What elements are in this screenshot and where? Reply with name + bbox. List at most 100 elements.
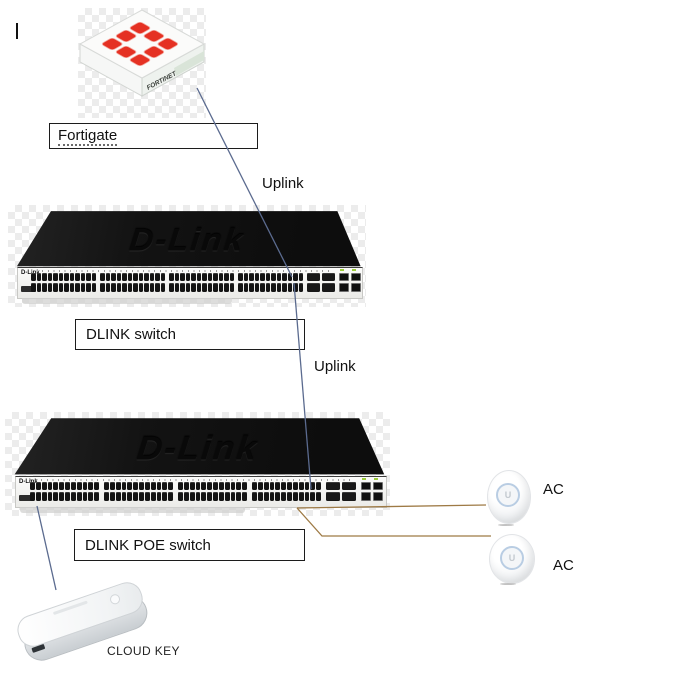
- poe-switch-model-sticker: [19, 495, 34, 501]
- rj45-port: [287, 273, 292, 281]
- dlink-poe-switch-label-box[interactable]: DLINK POE switch: [74, 529, 305, 561]
- rj45-port: [105, 283, 110, 292]
- rj45-port: [224, 492, 230, 501]
- rj45-port: [191, 283, 196, 292]
- rj45-port: [218, 273, 223, 281]
- rj45-port: [82, 482, 88, 490]
- uplink-label-top: Uplink: [262, 175, 304, 192]
- rj45-port: [156, 492, 162, 501]
- rj45-port: [94, 492, 99, 501]
- rj45-port: [224, 283, 229, 292]
- rj45-port: [189, 482, 195, 490]
- rj45-port: [310, 492, 316, 501]
- rj45-port: [122, 273, 127, 281]
- line-poe-switch-to-cloud-key[interactable]: [36, 505, 57, 591]
- rj45-port: [229, 273, 234, 281]
- rj45-port: [230, 492, 236, 501]
- text-cursor[interactable]: [16, 23, 18, 39]
- rj45-port: [189, 492, 195, 501]
- rj45-port: [257, 492, 263, 501]
- rj45-port: [31, 273, 36, 281]
- rj45-port: [94, 482, 99, 490]
- rj45-port: [35, 492, 41, 501]
- rj45-port: [351, 283, 361, 292]
- rj45-port: [275, 492, 281, 501]
- dlink-panel-logo-poe: D-Link: [19, 479, 38, 485]
- rj45-port: [307, 283, 320, 292]
- rj45-port: [260, 283, 265, 292]
- rj45-port: [195, 482, 201, 490]
- rj45-port: [133, 273, 138, 281]
- fortigate-device-image[interactable]: FORTINET: [78, 8, 206, 118]
- rj45-port: [121, 482, 127, 490]
- port-group-2: [100, 273, 165, 292]
- dlink-poe-switch-image[interactable]: D-Link D-Link: [5, 412, 390, 516]
- rj45-port: [183, 482, 189, 490]
- rj45-port: [59, 492, 64, 501]
- switch-port-rows: [31, 273, 361, 292]
- access-point-top[interactable]: U: [487, 470, 531, 524]
- poe-port-number-strip: [30, 479, 352, 481]
- rj45-port: [65, 482, 70, 490]
- port-number-strip: [31, 270, 331, 272]
- rj45-port: [238, 283, 243, 292]
- rj45-port: [243, 273, 248, 281]
- rj45-port: [361, 482, 371, 490]
- poe-port-group-4: [252, 482, 321, 501]
- rj45-port: [168, 492, 173, 501]
- ac-label-top: AC: [543, 481, 564, 498]
- dlink-poe-switch-label: DLINK POE switch: [85, 536, 211, 554]
- rj45-port: [80, 283, 85, 292]
- rj45-port: [271, 283, 276, 292]
- fortigate-label-box[interactable]: Fortigate: [49, 123, 258, 149]
- rj45-port: [155, 283, 160, 292]
- poe-sfp-port-group: [361, 482, 383, 501]
- switch-front-panel: D-Link: [17, 267, 363, 299]
- rj45-port: [150, 492, 156, 501]
- rj45-port: [281, 482, 286, 490]
- rj45-port: [150, 482, 156, 490]
- dlink-embossed-logo-poe: D-Link: [135, 430, 260, 468]
- rj45-port: [326, 492, 340, 501]
- dlink-switch-image[interactable]: D-Link D-Link: [8, 205, 366, 307]
- rj45-port: [104, 482, 109, 490]
- cloud-key-label: CLOUD KEY: [107, 644, 180, 658]
- rj45-port: [47, 492, 53, 501]
- rj45-port: [139, 482, 144, 490]
- rj45-port: [236, 482, 242, 490]
- rj45-port: [31, 283, 36, 292]
- rj45-port: [69, 283, 74, 292]
- rj45-port: [180, 273, 185, 281]
- rj45-port: [76, 482, 82, 490]
- poe-port-group-2: [104, 482, 173, 501]
- access-point-bottom[interactable]: U: [489, 534, 535, 584]
- dlink-switch-label-box[interactable]: DLINK switch: [75, 319, 305, 350]
- fortigate-label: Fortigate: [58, 126, 118, 146]
- rj45-port: [138, 273, 143, 281]
- rj45-port: [41, 492, 47, 501]
- rj45-port: [122, 283, 127, 292]
- rj45-port: [304, 482, 310, 490]
- rj45-port: [201, 482, 207, 490]
- rj45-port: [53, 283, 58, 292]
- rj45-port: [207, 482, 212, 490]
- rj45-port: [229, 283, 234, 292]
- poe-port-group-3: [178, 482, 247, 501]
- rj45-port: [30, 482, 35, 490]
- rj45-port: [144, 492, 150, 501]
- rj45-port: [276, 283, 281, 292]
- rj45-port: [254, 273, 259, 281]
- rj45-port: [133, 492, 138, 501]
- poe-sfp-led-marks: [362, 478, 384, 480]
- rj45-port: [287, 482, 292, 490]
- ap-ring-icon-2: U: [500, 546, 524, 570]
- rj45-port: [105, 273, 110, 281]
- rj45-port: [133, 482, 138, 490]
- rj45-port: [265, 273, 270, 281]
- rj45-port: [316, 482, 321, 490]
- ac-label-bottom: AC: [553, 557, 574, 574]
- rj45-port: [115, 492, 121, 501]
- rj45-port: [144, 482, 150, 490]
- rj45-port: [111, 283, 116, 292]
